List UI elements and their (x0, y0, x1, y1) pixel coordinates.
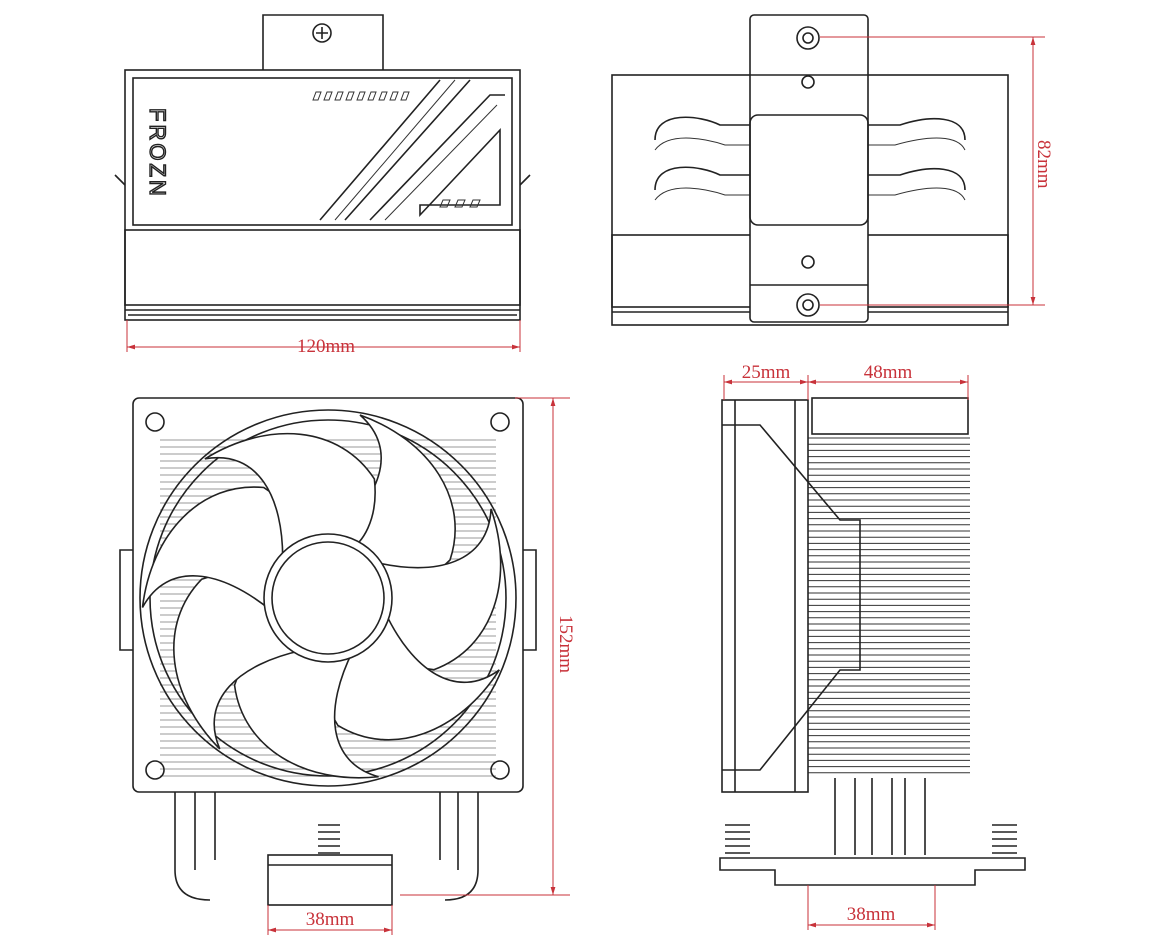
side-top-view (611, 14, 1009, 326)
front-view (119, 397, 537, 906)
dimension-side-height: 82mm (820, 36, 1054, 306)
vent-slot (334, 91, 344, 101)
vent-slot (323, 91, 333, 101)
dimension-label-25mm: 25mm (742, 362, 791, 383)
vent-slot (439, 199, 451, 208)
spring-screw-left (725, 824, 750, 854)
dimension-fan-thickness: 25mm (723, 362, 809, 400)
dimension-total-height: 152mm (400, 397, 576, 896)
top-view: FROZN (114, 14, 531, 321)
screw-icon (312, 23, 332, 43)
corner-screw-icon (490, 412, 510, 432)
corner-screw-icon (490, 760, 510, 780)
dimension-label-38mm-side: 38mm (847, 904, 896, 925)
small-vent-slots (439, 199, 481, 208)
vent-slot (356, 91, 366, 101)
dimension-top-width: 120mm (126, 320, 521, 357)
vent-slot (312, 91, 322, 101)
dimension-label-48mm: 48mm (864, 362, 913, 383)
side-heatsink-fins (808, 437, 970, 774)
side-view (719, 397, 1026, 886)
spring-screw-right (992, 824, 1017, 854)
vent-slot (345, 91, 355, 101)
dimension-label-152mm: 152mm (555, 615, 576, 673)
mount-screw-top-icon (796, 26, 820, 50)
vent-slots (312, 91, 410, 101)
fan-blade (204, 432, 376, 563)
dimension-label-38mm-front: 38mm (306, 909, 355, 930)
vent-slot (389, 91, 399, 101)
dimension-label-120mm: 120mm (297, 336, 355, 357)
dimension-front-base: 38mm (267, 905, 393, 935)
mount-screw-bottom-icon (796, 293, 820, 317)
vent-slot (400, 91, 410, 101)
vent-slot (469, 199, 481, 208)
dimension-heatsink-depth: 48mm (808, 362, 969, 400)
corner-screw-icon (145, 760, 165, 780)
dimension-label-82mm: 82mm (1033, 140, 1054, 189)
vent-slot (367, 91, 377, 101)
corner-screw-icon (145, 412, 165, 432)
dimension-side-base: 38mm (807, 885, 936, 930)
vent-slot (378, 91, 388, 101)
brand-logo: FROZN (145, 108, 170, 199)
vent-slot (454, 199, 466, 208)
fan-hub (263, 533, 393, 663)
